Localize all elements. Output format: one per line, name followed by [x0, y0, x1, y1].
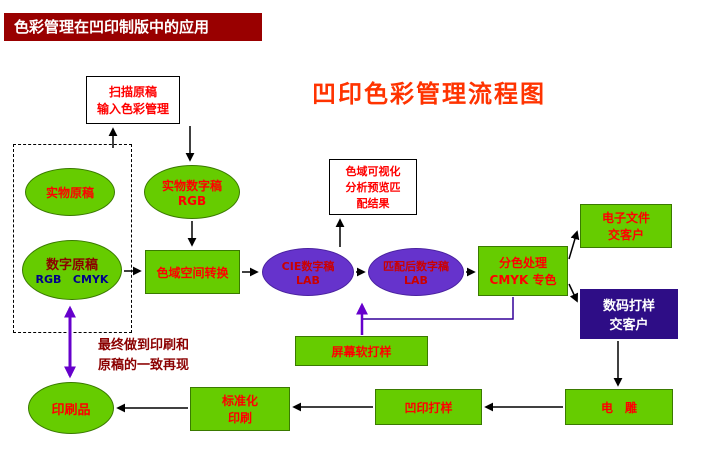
node-printed-product-label: 印刷品	[51, 402, 91, 418]
consistency-note: 最终做到印刷和 原稿的一致再现	[98, 336, 189, 376]
node-electronic-file: 电子文件 交客户	[580, 204, 672, 248]
node-color-separation-line1: 分色处理	[498, 256, 547, 270]
node-screen-soft-proof: 屏幕软打样	[295, 336, 428, 366]
node-gamut-visualization: 色域可视化 分析预览匹 配结果	[329, 159, 417, 215]
node-digital-proof: 数码打样 交客户	[580, 289, 678, 339]
node-scan-input-line1: 扫描原稿	[108, 85, 157, 99]
node-electronic-file-line1: 电子文件	[601, 211, 650, 225]
node-digital-original-line1: 数字原稿	[45, 258, 98, 273]
node-gravure-proof: 凹印打样	[375, 389, 482, 425]
node-scan-input-line2: 输入色彩管理	[96, 102, 169, 116]
line-separation-to-softproof	[362, 297, 514, 320]
node-physical-digital-line1: 实物数字稿	[161, 178, 222, 193]
node-gamut-visualization-line2: 分析预览匹	[345, 181, 401, 194]
node-matched-digital-line1: 匹配后数字稿	[383, 259, 449, 273]
node-digital-original-line2: RGB CMYK	[35, 273, 109, 286]
node-screen-soft-proof-label: 屏幕软打样	[331, 344, 392, 359]
node-cie-digital-line1: CIE数字稿	[281, 259, 335, 273]
node-gravure-proof-label: 凹印打样	[404, 400, 453, 415]
node-gamut-conversion: 色域空间转换	[145, 250, 240, 294]
arrow-separation-to-digital-proof	[568, 283, 579, 303]
node-physical-original-label: 实物原稿	[45, 185, 94, 200]
diagram-title: 凹印色彩管理流程图	[312, 80, 546, 108]
node-electronic-file-line2: 交客户	[607, 228, 644, 242]
arrow-separation-to-efile	[568, 230, 580, 260]
node-cie-digital-line2: LAB	[296, 273, 320, 287]
node-gamut-visualization-line3: 配结果	[356, 197, 390, 210]
node-gamut-visualization-line1: 色域可视化	[345, 165, 401, 178]
consistency-note-line2: 原稿的一致再现	[98, 358, 190, 373]
node-electronic-engraving-label: 电 雕	[600, 400, 637, 415]
consistency-note-line1: 最终做到印刷和	[98, 338, 190, 353]
node-standardized-printing-line2: 印刷	[227, 411, 252, 425]
node-gamut-conversion-label: 色域空间转换	[156, 265, 229, 280]
node-electronic-engraving: 电 雕	[565, 389, 673, 425]
node-standardized-printing: 标准化 印刷	[190, 387, 290, 431]
node-physical-digital: 实物数字稿 RGB	[144, 165, 240, 219]
slide-banner-title: 色彩管理在凹印制版中的应用	[4, 13, 262, 41]
node-standardized-printing-line1: 标准化	[221, 394, 258, 408]
node-color-separation: 分色处理 CMYK 专色	[478, 246, 568, 296]
node-matched-digital-line2: LAB	[404, 273, 428, 287]
node-physical-original: 实物原稿	[25, 168, 115, 216]
node-scan-input: 扫描原稿 输入色彩管理	[86, 76, 180, 124]
node-digital-proof-line1: 数码打样	[602, 299, 655, 314]
node-digital-original: 数字原稿 RGB CMYK	[22, 240, 122, 300]
node-matched-digital: 匹配后数字稿 LAB	[368, 248, 464, 296]
node-color-separation-line2: CMYK 专色	[489, 273, 557, 287]
node-printed-product: 印刷品	[28, 382, 114, 434]
node-cie-digital: CIE数字稿 LAB	[262, 248, 354, 296]
node-physical-digital-line2: RGB	[177, 193, 207, 208]
node-digital-proof-line2: 交客户	[609, 318, 649, 333]
